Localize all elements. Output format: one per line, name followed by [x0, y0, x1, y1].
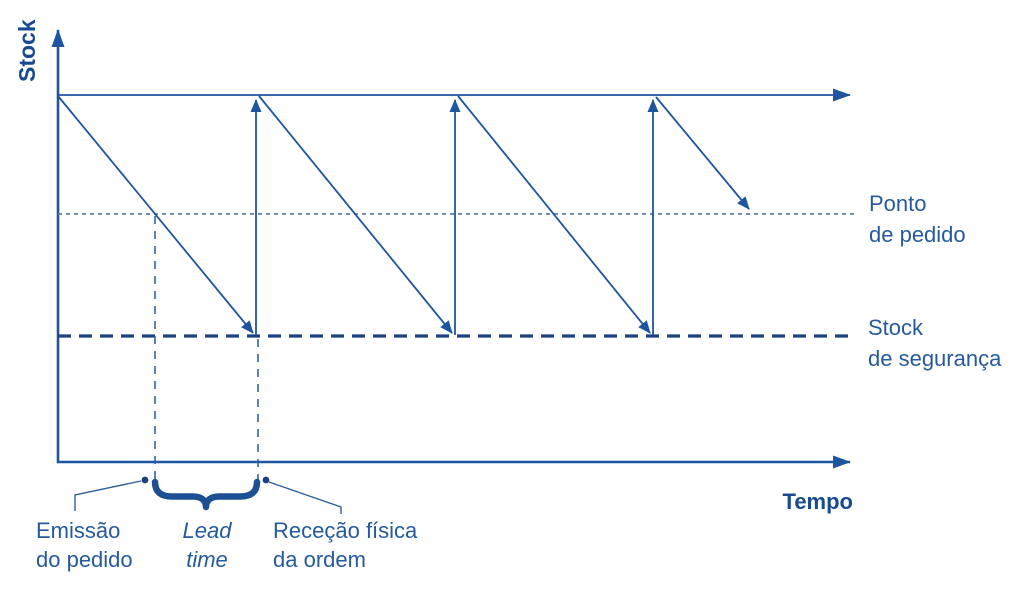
lead-time-label: Lead time	[157, 516, 257, 574]
safety-stock-label: Stock de segurança	[868, 312, 1001, 374]
lead-time-label-line1: Lead	[182, 518, 232, 543]
order-reception-callout-dot	[262, 476, 270, 484]
x-axis-label: Tempo	[782, 489, 853, 514]
consumption-arrow-4	[655, 96, 750, 210]
consumption-arrow-1	[57, 95, 254, 334]
order-issue-callout-dot	[141, 476, 149, 484]
order-reception-label-line1: Receção física	[273, 518, 418, 543]
reorder-point-label-line1: Ponto	[869, 191, 927, 216]
order-issue-label-line1: Emissão	[36, 518, 121, 543]
consumption-arrow-2	[258, 95, 453, 334]
order-reception-callout-line	[268, 481, 342, 514]
lead-time-brace	[151, 478, 261, 511]
order-reception-label-line2: da ordem	[273, 547, 366, 572]
order-issue-label: Emissão do pedido	[36, 516, 133, 574]
safety-stock-label-line1: Stock	[868, 315, 924, 340]
reorder-point-label: Ponto de pedido	[869, 188, 966, 250]
order-issue-callout-line	[74, 480, 142, 511]
consumption-arrow-3	[457, 95, 651, 334]
reorder-point-label-line2: de pedido	[869, 222, 966, 247]
lead-time-label-line2: time	[186, 547, 228, 572]
safety-stock-label-line2: de segurança	[868, 346, 1002, 371]
y-axis-label: Stock	[14, 19, 40, 82]
order-issue-label-line2: do pedido	[36, 547, 133, 572]
order-reception-label: Receção física da ordem	[273, 516, 417, 574]
